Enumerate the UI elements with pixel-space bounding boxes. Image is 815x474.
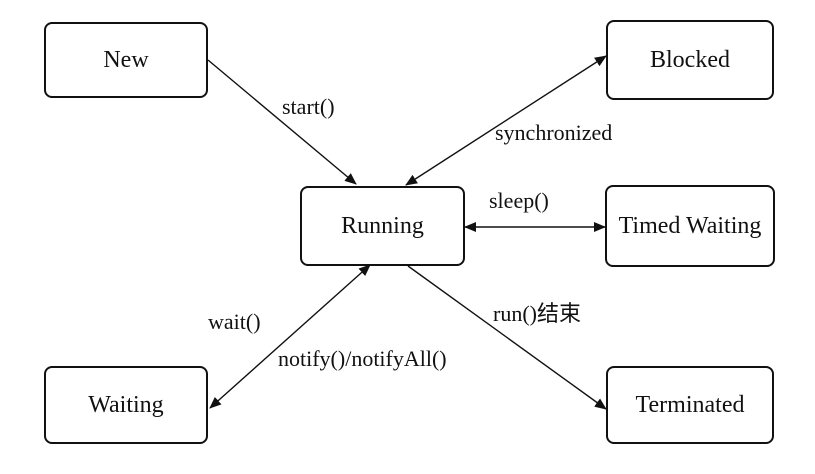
state-blocked: Blocked <box>606 20 774 100</box>
state-new: New <box>44 22 208 98</box>
label-run-end: run()结束 <box>493 301 581 326</box>
label-notify: notify()/notifyAll() <box>278 346 447 371</box>
label-wait: wait() <box>208 309 261 334</box>
arrow-running-blocked <box>405 55 607 186</box>
state-waiting: Waiting <box>44 366 208 444</box>
state-terminated: Terminated <box>606 366 774 444</box>
arrow-running-to-terminated <box>407 265 607 410</box>
state-timed-waiting: Timed Waiting <box>605 185 775 267</box>
label-synchronized: synchronized <box>495 120 613 145</box>
arrow-new-to-running <box>207 59 357 185</box>
arrow-running-waiting <box>209 264 371 409</box>
label-sleep: sleep() <box>489 188 549 213</box>
state-running: Running <box>300 186 465 266</box>
label-start: start() <box>282 94 335 119</box>
